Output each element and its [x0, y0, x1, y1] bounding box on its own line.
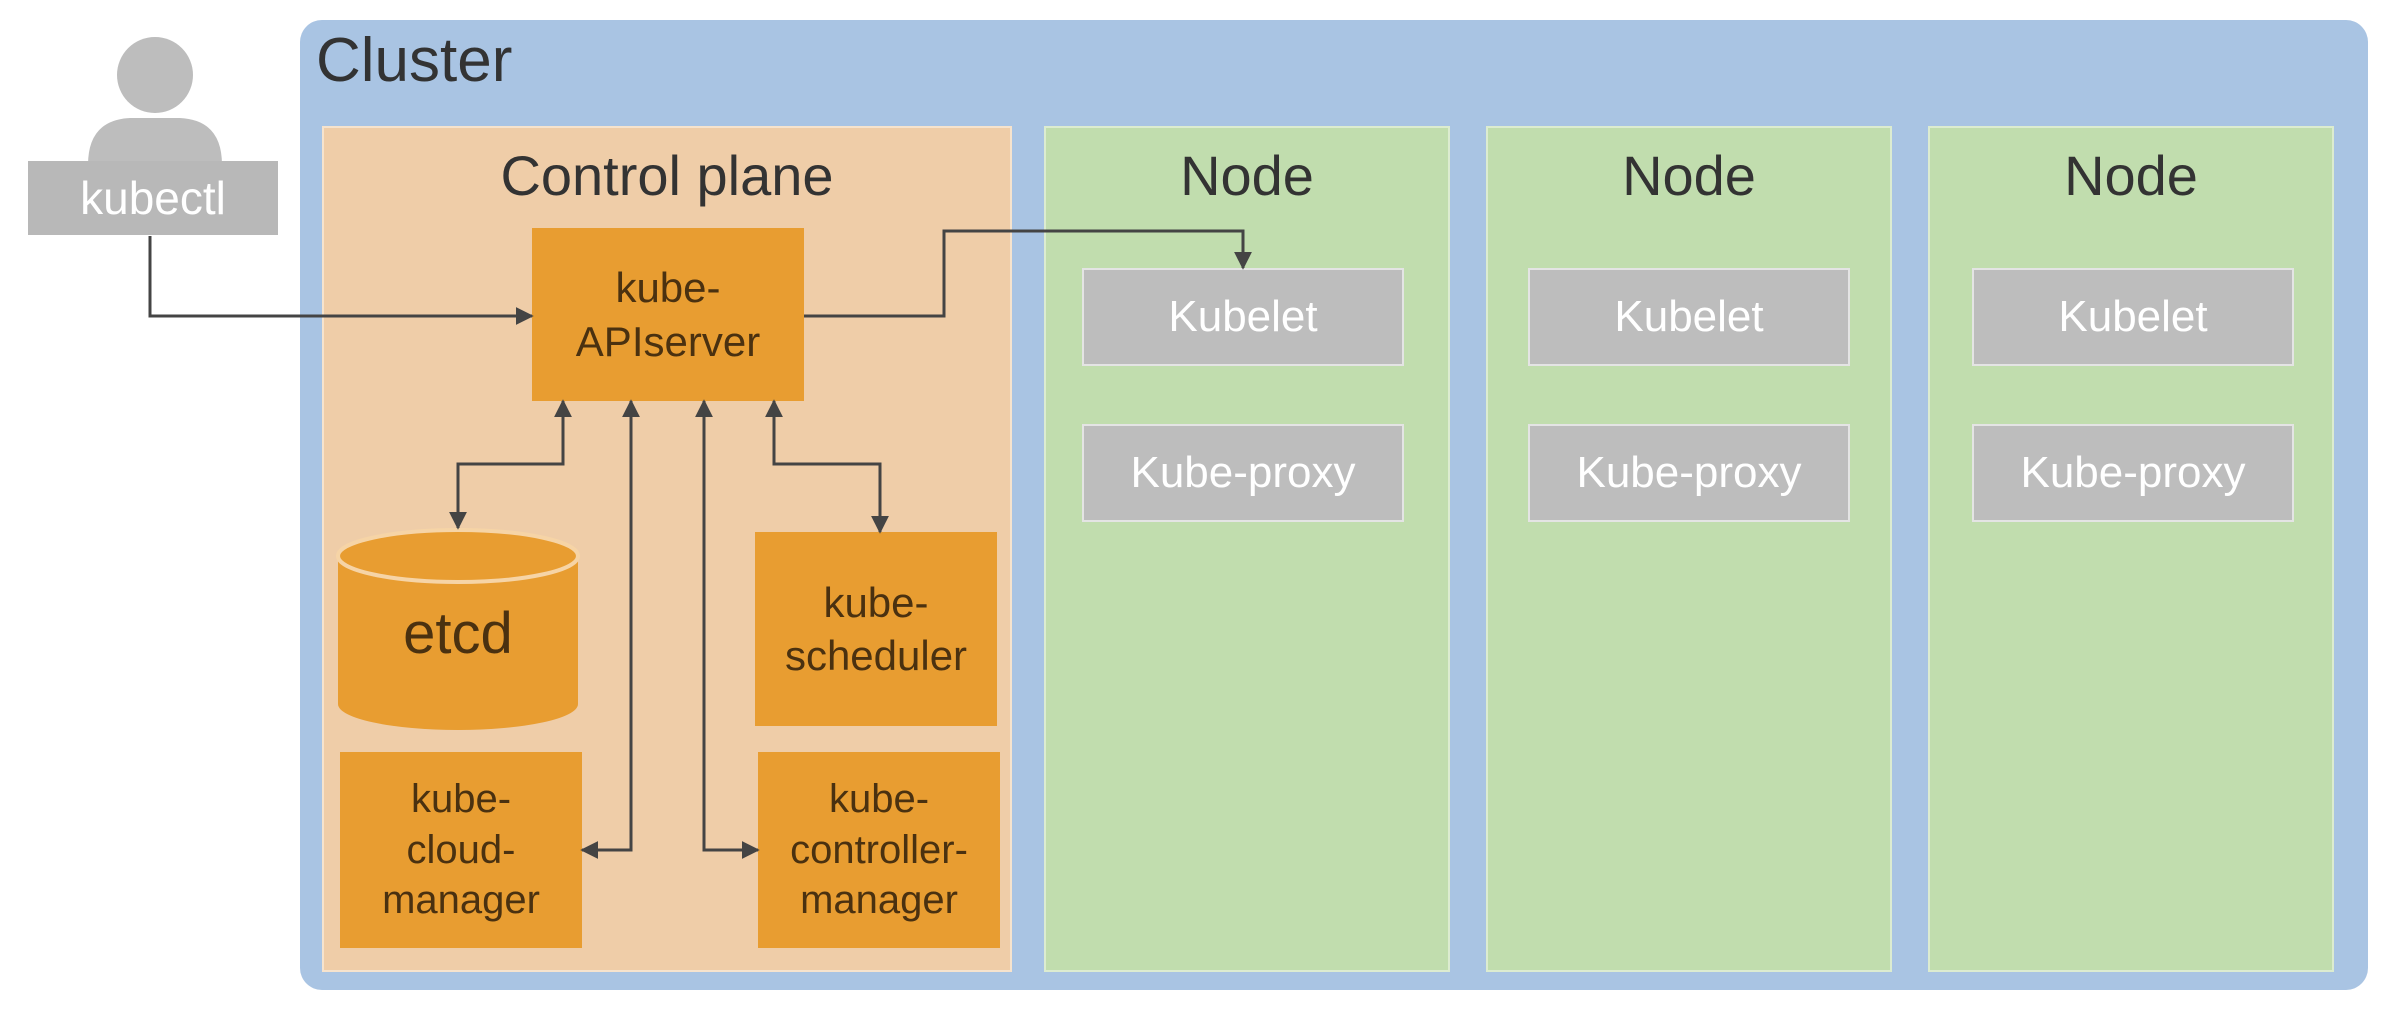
- kube-controller-manager-box: kube- controller- manager: [758, 752, 1000, 948]
- kubelet-box: Kubelet: [1528, 268, 1850, 366]
- cluster-title: Cluster: [316, 26, 513, 95]
- user-icon: [88, 37, 222, 165]
- kubelet-box: Kubelet: [1082, 268, 1404, 366]
- node-title: Node: [2064, 144, 2198, 207]
- control-plane-title: Control plane: [500, 144, 834, 207]
- kube-controller-manager-label: kube- controller- manager: [790, 776, 968, 923]
- apiserver-etcd-arrow: [449, 399, 572, 530]
- kube-proxy-label: Kube-proxy: [1130, 448, 1356, 497]
- kubelet-label: Kubelet: [1168, 292, 1318, 341]
- kube-proxy-box: Kube-proxy: [1972, 424, 2294, 522]
- kube-proxy-label: Kube-proxy: [2020, 448, 2246, 497]
- etcd-label: etcd: [403, 601, 513, 666]
- kubelet-label: Kubelet: [2058, 292, 2208, 341]
- kube-scheduler-box: kube- scheduler: [755, 532, 997, 726]
- kube-apiserver-box: kube- APIserver: [532, 228, 804, 401]
- kube-proxy-label: Kube-proxy: [1576, 448, 1802, 497]
- kubectl-client: kubectl: [28, 161, 278, 235]
- node-container: [1486, 126, 1892, 972]
- kube-cloud-manager-box: kube- cloud- manager: [340, 752, 582, 948]
- kubectl-label: kubectl: [80, 172, 226, 224]
- etcd-database-icon: [336, 528, 580, 730]
- apiserver-scheduler-arrow: [765, 399, 889, 534]
- kube-apiserver-label: kube- APIserver: [575, 264, 761, 365]
- kubelet-box: Kubelet: [1972, 268, 2294, 366]
- kube-cloud-manager-label: kube- cloud- manager: [382, 776, 540, 923]
- kube-proxy-box: Kube-proxy: [1082, 424, 1404, 522]
- kube-scheduler-label: kube- scheduler: [784, 578, 968, 679]
- node-container: [1928, 126, 2334, 972]
- node-title: Node: [1622, 144, 1756, 207]
- apiserver-cloud-manager-arrow: [580, 399, 640, 859]
- node-title: Node: [1180, 144, 1314, 207]
- kubectl-to-apiserver-arrow: [148, 236, 534, 325]
- apiserver-to-kubelet-arrow: [804, 229, 1252, 318]
- kubelet-label: Kubelet: [1614, 292, 1764, 341]
- apiserver-controller-manager-arrow: [695, 399, 760, 859]
- kube-proxy-box: Kube-proxy: [1528, 424, 1850, 522]
